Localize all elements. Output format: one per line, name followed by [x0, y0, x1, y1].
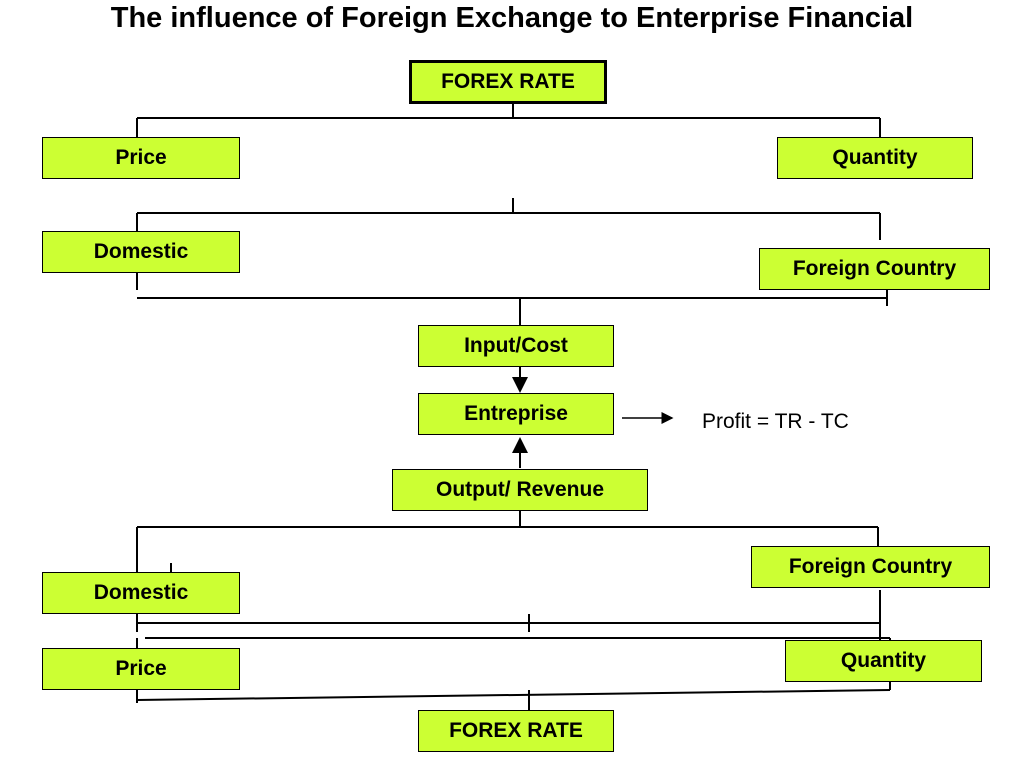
domestic-box-bottom: Domestic: [42, 572, 240, 614]
foreign-country-box-top: Foreign Country: [759, 248, 990, 290]
quantity-box-bottom: Quantity: [785, 640, 982, 682]
input-cost-box: Input/Cost: [418, 325, 614, 367]
domestic-box-top: Domestic: [42, 231, 240, 273]
price-box-top: Price: [42, 137, 240, 179]
diagram-title: The influence of Foreign Exchange to Ent…: [110, 2, 914, 34]
quantity-box-top: Quantity: [777, 137, 973, 179]
price-box-bottom: Price: [42, 648, 240, 690]
enterprise-box: Entreprise: [418, 393, 614, 435]
connector-bracket-7: [136, 689, 891, 701]
output-revenue-box: Output/ Revenue: [392, 469, 648, 511]
forex-rate-box-top: FOREX RATE: [409, 60, 607, 104]
forex-rate-box-bottom: FOREX RATE: [418, 710, 614, 752]
profit-formula: Profit = TR - TC: [702, 410, 849, 433]
foreign-country-box-bottom: Foreign Country: [751, 546, 990, 588]
